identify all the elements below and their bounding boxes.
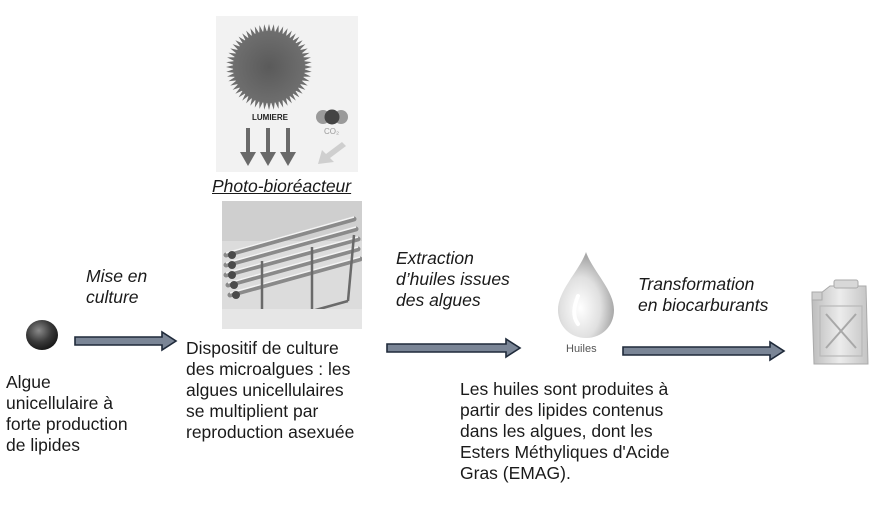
- co2-molecule-icon: [316, 109, 348, 125]
- alga-cell-icon: [26, 320, 58, 350]
- extraction-label: Extraction d’huiles issues des algues: [396, 248, 510, 310]
- light-arrows-icon: [240, 128, 296, 166]
- oil-description: Les huiles sont produites à partir des l…: [460, 379, 670, 483]
- fuel-can-icon: [811, 279, 869, 365]
- co2-arrow-icon: [318, 142, 346, 164]
- oil-drop-label: Huiles: [566, 343, 597, 355]
- sun-icon: [226, 24, 312, 110]
- arrow-to-transformation: [622, 340, 786, 362]
- alga-label: Algue unicellulaire à forte production d…: [6, 372, 128, 455]
- arrow-to-extraction: [386, 337, 522, 359]
- bioreactor-tubes-image: [222, 201, 362, 329]
- arrow-to-culture: [74, 330, 178, 352]
- oil-drop-icon: [558, 252, 614, 338]
- light-label: LUMIERE: [252, 113, 288, 122]
- light-co2-panel: LUMIERE CO₂: [216, 16, 358, 172]
- bioreactor-description: Dispositif de culture des microalgues : …: [186, 338, 355, 442]
- bioreactor-title: Photo-bioréacteur: [212, 176, 352, 196]
- co2-label: CO₂: [324, 127, 340, 136]
- transformation-label: Transformation en biocarburants: [638, 274, 769, 315]
- culture-label: Mise en culture: [86, 266, 148, 307]
